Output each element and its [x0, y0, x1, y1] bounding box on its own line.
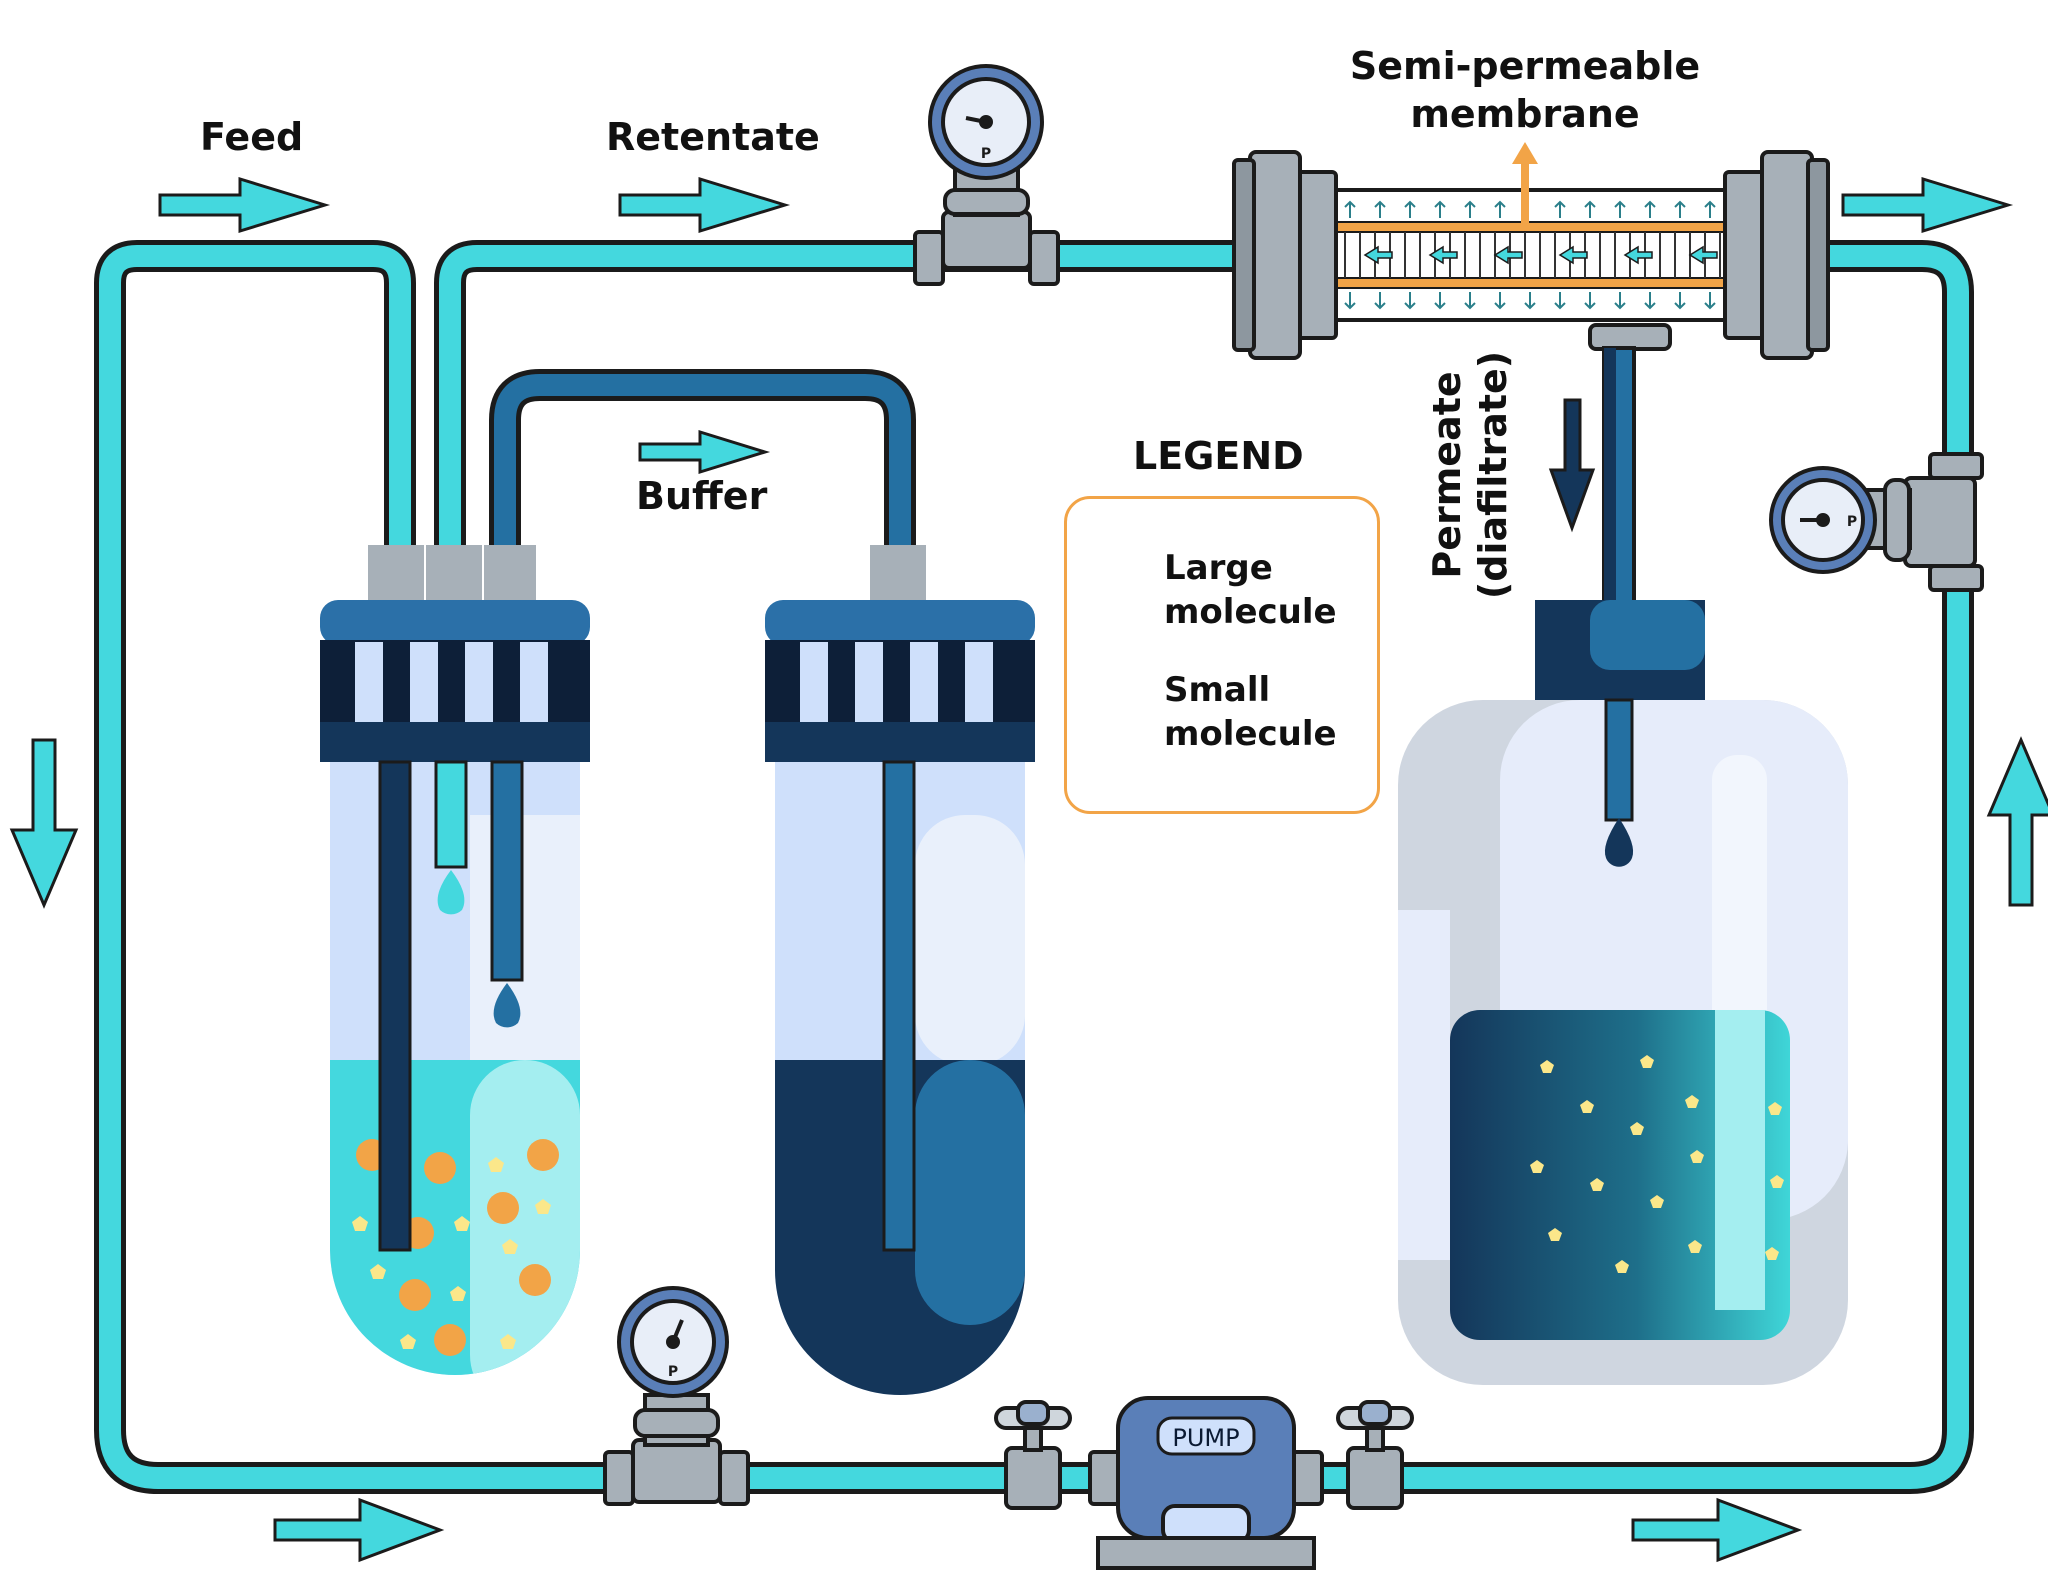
- retentate-label: Retentate: [606, 115, 820, 159]
- valve-left[interactable]: [994, 1400, 1072, 1510]
- tubing-loop: [94, 240, 1974, 1494]
- membrane-module: [1232, 142, 1830, 360]
- buffer-label: Buffer: [636, 474, 768, 518]
- arrow-down-icon: [9, 738, 79, 909]
- permeate-label: Permeate (diafiltrate): [1425, 350, 1515, 600]
- legend-item-large-molecule: Large molecule: [1164, 548, 1337, 632]
- pressure-gauge-bottom: [603, 1286, 750, 1506]
- pressure-gauge-right: [1769, 452, 1984, 592]
- legend-box: [1064, 496, 1380, 814]
- gauge-p-label: P: [668, 1364, 678, 1380]
- feed-label: Feed: [200, 115, 304, 159]
- arrow-right-icon: [273, 1497, 445, 1563]
- pump[interactable]: [1088, 1396, 1324, 1570]
- flow-arrows: [9, 176, 2048, 1563]
- arrow-left-icon: [1841, 176, 2014, 234]
- valve-right[interactable]: [1336, 1400, 1414, 1510]
- gauge-p-label: P: [981, 146, 991, 162]
- arrow-left-icon: [638, 429, 771, 475]
- arrow-left-icon: [618, 176, 791, 234]
- arrow-left-icon: [158, 176, 331, 234]
- legend-title: LEGEND: [1133, 434, 1304, 478]
- buffer-vessel: [765, 545, 1035, 1395]
- permeate-jar: [1398, 600, 1848, 1385]
- pressure-gauge-top: [913, 64, 1060, 286]
- membrane-label: Semi-permeable membrane: [1349, 44, 1701, 136]
- arrow-right-icon: [1631, 1497, 1803, 1563]
- legend-item-small-molecule: Small molecule: [1164, 670, 1337, 754]
- feed-vessel: [320, 545, 590, 1375]
- arrow-up-icon: [1986, 736, 2048, 907]
- gauge-p-label: P: [1847, 514, 1857, 530]
- arrow-down-icon: [1548, 398, 1596, 533]
- pump-label: PUMP: [1172, 1424, 1239, 1452]
